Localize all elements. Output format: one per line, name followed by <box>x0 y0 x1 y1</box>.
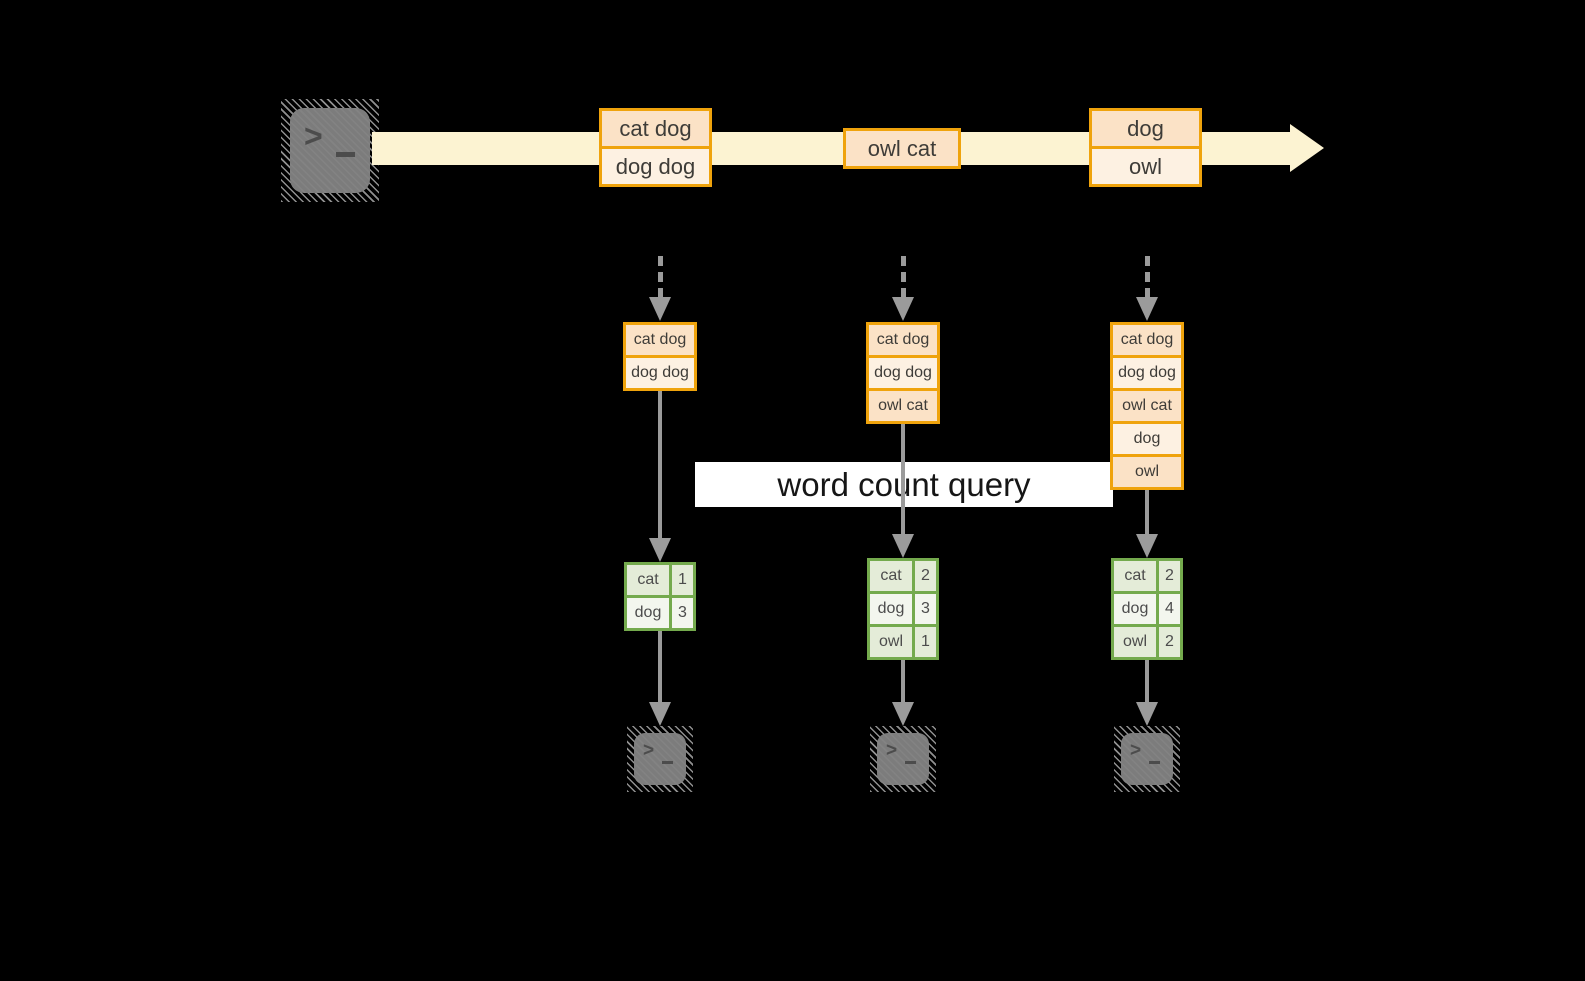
word-cell: owl <box>1114 627 1156 657</box>
prompt-chevron-icon: > <box>304 118 323 154</box>
word-count-table-1: cat 1 dog 3 <box>624 562 696 631</box>
buffer-row: cat dog <box>1113 325 1181 355</box>
count-cell: 2 <box>1159 627 1180 657</box>
word-count-table-2: cat 2 dog 3 owl 1 <box>867 558 939 660</box>
count-cell: 3 <box>915 594 936 624</box>
word-cell: cat <box>870 561 912 591</box>
event-buffer-stack-1: cat dog dog dog <box>623 322 697 391</box>
count-cell: 2 <box>1159 561 1180 591</box>
buffer-row: dog dog <box>869 358 937 388</box>
arrow-line <box>1145 660 1149 702</box>
buffer-row: dog dog <box>626 358 694 388</box>
stream-event-group-1: cat dog dog dog <box>599 108 712 187</box>
prompt-underscore-icon <box>905 761 916 764</box>
arrow-line <box>901 660 905 702</box>
buffer-row: owl <box>1113 457 1181 487</box>
buffer-row: owl cat <box>1113 391 1181 421</box>
arrowhead-icon <box>1136 702 1158 726</box>
count-cell: 2 <box>915 561 936 591</box>
stream-arrowhead-icon <box>1290 124 1324 172</box>
buffer-row: owl cat <box>869 391 937 421</box>
arrowhead-icon <box>649 538 671 562</box>
arrow-line <box>901 424 905 534</box>
count-cell: 4 <box>1159 594 1180 624</box>
terminal-screen: > <box>290 108 370 193</box>
buffer-row: cat dog <box>626 325 694 355</box>
count-cell: 3 <box>672 598 693 628</box>
dashed-arrow-line-1 <box>658 256 663 298</box>
dashed-arrowhead-icon-1 <box>649 297 671 321</box>
word-cell: cat <box>1114 561 1156 591</box>
output-terminal-icon-2: > <box>870 726 936 792</box>
arrowhead-icon <box>1136 534 1158 558</box>
output-terminal-icon-1: > <box>627 726 693 792</box>
arrow-line <box>1145 490 1149 534</box>
arrow-line <box>658 631 662 702</box>
stream-event-group-2: owl cat <box>843 128 961 169</box>
word-cell: dog <box>627 598 669 628</box>
word-cell: cat <box>627 565 669 595</box>
source-terminal-icon: > <box>281 99 379 202</box>
output-terminal-icon-3: > <box>1114 726 1180 792</box>
buffer-row: dog <box>1113 424 1181 454</box>
arrowhead-icon <box>649 702 671 726</box>
stream-event: cat dog <box>602 111 709 146</box>
prompt-chevron-icon: > <box>1130 740 1142 761</box>
dashed-arrow-line-2 <box>901 256 906 298</box>
word-cell: dog <box>870 594 912 624</box>
prompt-chevron-icon: > <box>886 740 898 761</box>
prompt-underscore-icon <box>336 152 355 157</box>
stream-event: owl cat <box>846 131 958 166</box>
dashed-arrowhead-icon-2 <box>892 297 914 321</box>
terminal-screen: > <box>634 733 686 785</box>
dashed-arrow-line-3 <box>1145 256 1150 298</box>
word-cell: dog <box>1114 594 1156 624</box>
stream-event: dog <box>1092 111 1199 146</box>
dashed-arrowhead-icon-3 <box>1136 297 1158 321</box>
count-cell: 1 <box>672 565 693 595</box>
event-buffer-stack-2: cat dog dog dog owl cat <box>866 322 940 424</box>
buffer-row: cat dog <box>869 325 937 355</box>
arrowhead-icon <box>892 534 914 558</box>
stream-event: owl <box>1092 149 1199 184</box>
arrow-line <box>658 391 662 540</box>
buffer-row: dog dog <box>1113 358 1181 388</box>
stream-event-group-3: dog owl <box>1089 108 1202 187</box>
word-count-table-3: cat 2 dog 4 owl 2 <box>1111 558 1183 660</box>
count-cell: 1 <box>915 627 936 657</box>
event-buffer-stack-3: cat dog dog dog owl cat dog owl <box>1110 322 1184 490</box>
terminal-screen: > <box>1121 733 1173 785</box>
stream-event: dog dog <box>602 149 709 184</box>
prompt-underscore-icon <box>662 761 673 764</box>
prompt-chevron-icon: > <box>643 740 655 761</box>
arrowhead-icon <box>892 702 914 726</box>
prompt-underscore-icon <box>1149 761 1160 764</box>
terminal-screen: > <box>877 733 929 785</box>
word-cell: owl <box>870 627 912 657</box>
